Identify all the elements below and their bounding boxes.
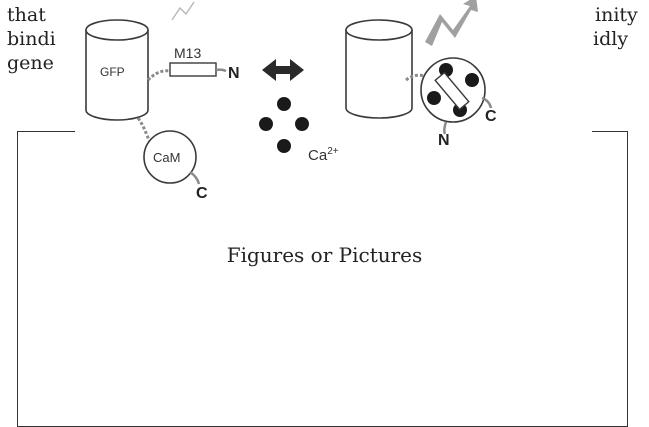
- calcium-ion: [295, 117, 309, 131]
- figure-frame-top-right: [592, 131, 628, 132]
- c-terminus-linker-right: [481, 96, 493, 109]
- body-text-line-2: bindi: [7, 28, 56, 50]
- calcium-ion: [277, 139, 291, 153]
- n-terminus-linker-right: [443, 121, 448, 135]
- bound-m13-peptide: [434, 71, 470, 111]
- bound-calcium-ion: [427, 91, 441, 105]
- n-terminus-label-left: N: [228, 65, 240, 82]
- n-terminus-label-right: N: [438, 132, 450, 149]
- equilibrium-arrow-icon: [262, 59, 304, 81]
- cam-linker: [136, 117, 152, 143]
- calcium-label: Ca2+: [308, 146, 339, 164]
- body-text-line-1: that: [7, 4, 46, 26]
- figure-frame-top-left: [17, 131, 75, 132]
- body-text-line-3: gene: [7, 52, 54, 74]
- m13-linker: [146, 69, 171, 82]
- cam-domain: [143, 130, 197, 184]
- bound-calcium-ion: [465, 73, 479, 87]
- n-terminus-linker: [215, 68, 227, 73]
- gfp-barrel: [85, 19, 149, 121]
- c-terminus-label-left: C: [196, 185, 208, 202]
- body-text-fragment-right-2: idly: [593, 28, 629, 50]
- gfp-barrel-bound: [345, 19, 413, 119]
- body-text-fragment-right-1: inity: [595, 4, 638, 26]
- m13-label: M13: [174, 45, 201, 61]
- figure-placeholder-caption: Figures or Pictures: [226, 243, 423, 267]
- cam-label: CaM: [153, 150, 180, 165]
- gfp-label: GFP: [100, 65, 125, 79]
- c-terminus-label-right: C: [485, 108, 497, 125]
- c-terminus-linker-left: [189, 170, 201, 185]
- calcium-ion: [259, 117, 273, 131]
- strong-fluorescence-icon: [425, 0, 478, 46]
- calcium-ion: [277, 97, 291, 111]
- m13-peptide: [169, 62, 217, 77]
- weak-fluorescence-icon: [171, 1, 195, 21]
